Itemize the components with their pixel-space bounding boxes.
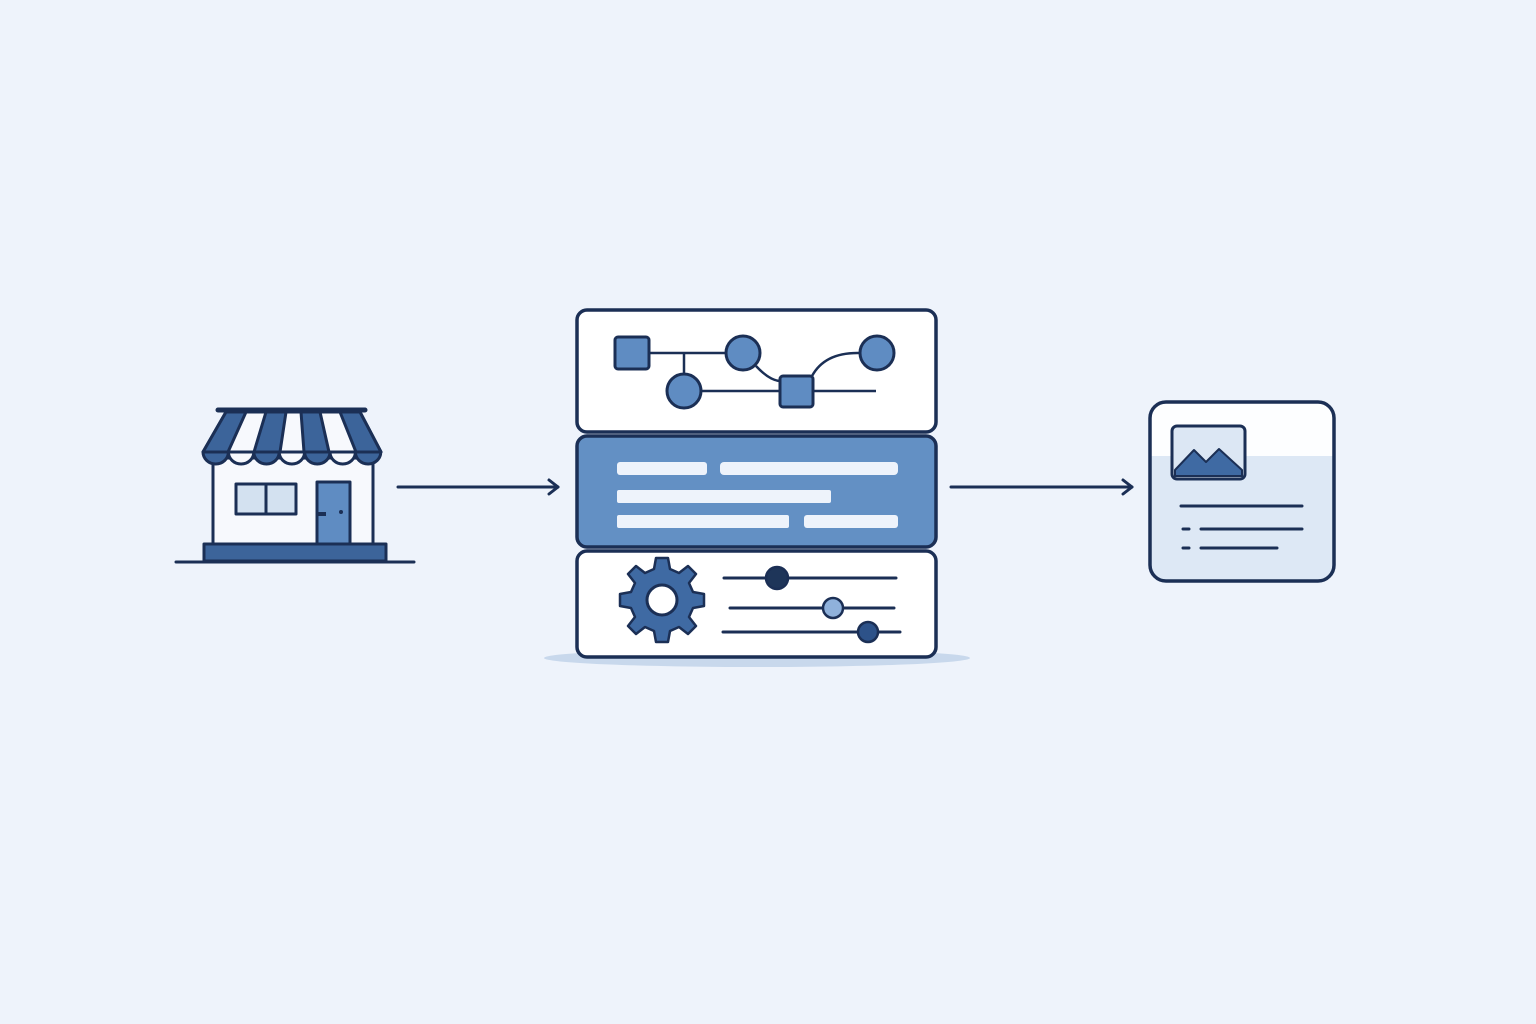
slider-knob [821, 596, 845, 620]
arrow-right-icon [396, 478, 560, 496]
settings-sliders-icon [575, 549, 938, 659]
image-icon [1170, 424, 1247, 481]
content-lines-icon [575, 434, 938, 549]
slider-knob [764, 565, 790, 591]
storefront-icon [174, 407, 416, 564]
slider-knob [856, 620, 880, 644]
workflow-graph-icon [575, 308, 938, 434]
gear-icon [618, 556, 706, 644]
arrow-right-icon [949, 478, 1134, 496]
content-card-icon [1148, 400, 1336, 583]
server-stack-icon [544, 308, 970, 667]
